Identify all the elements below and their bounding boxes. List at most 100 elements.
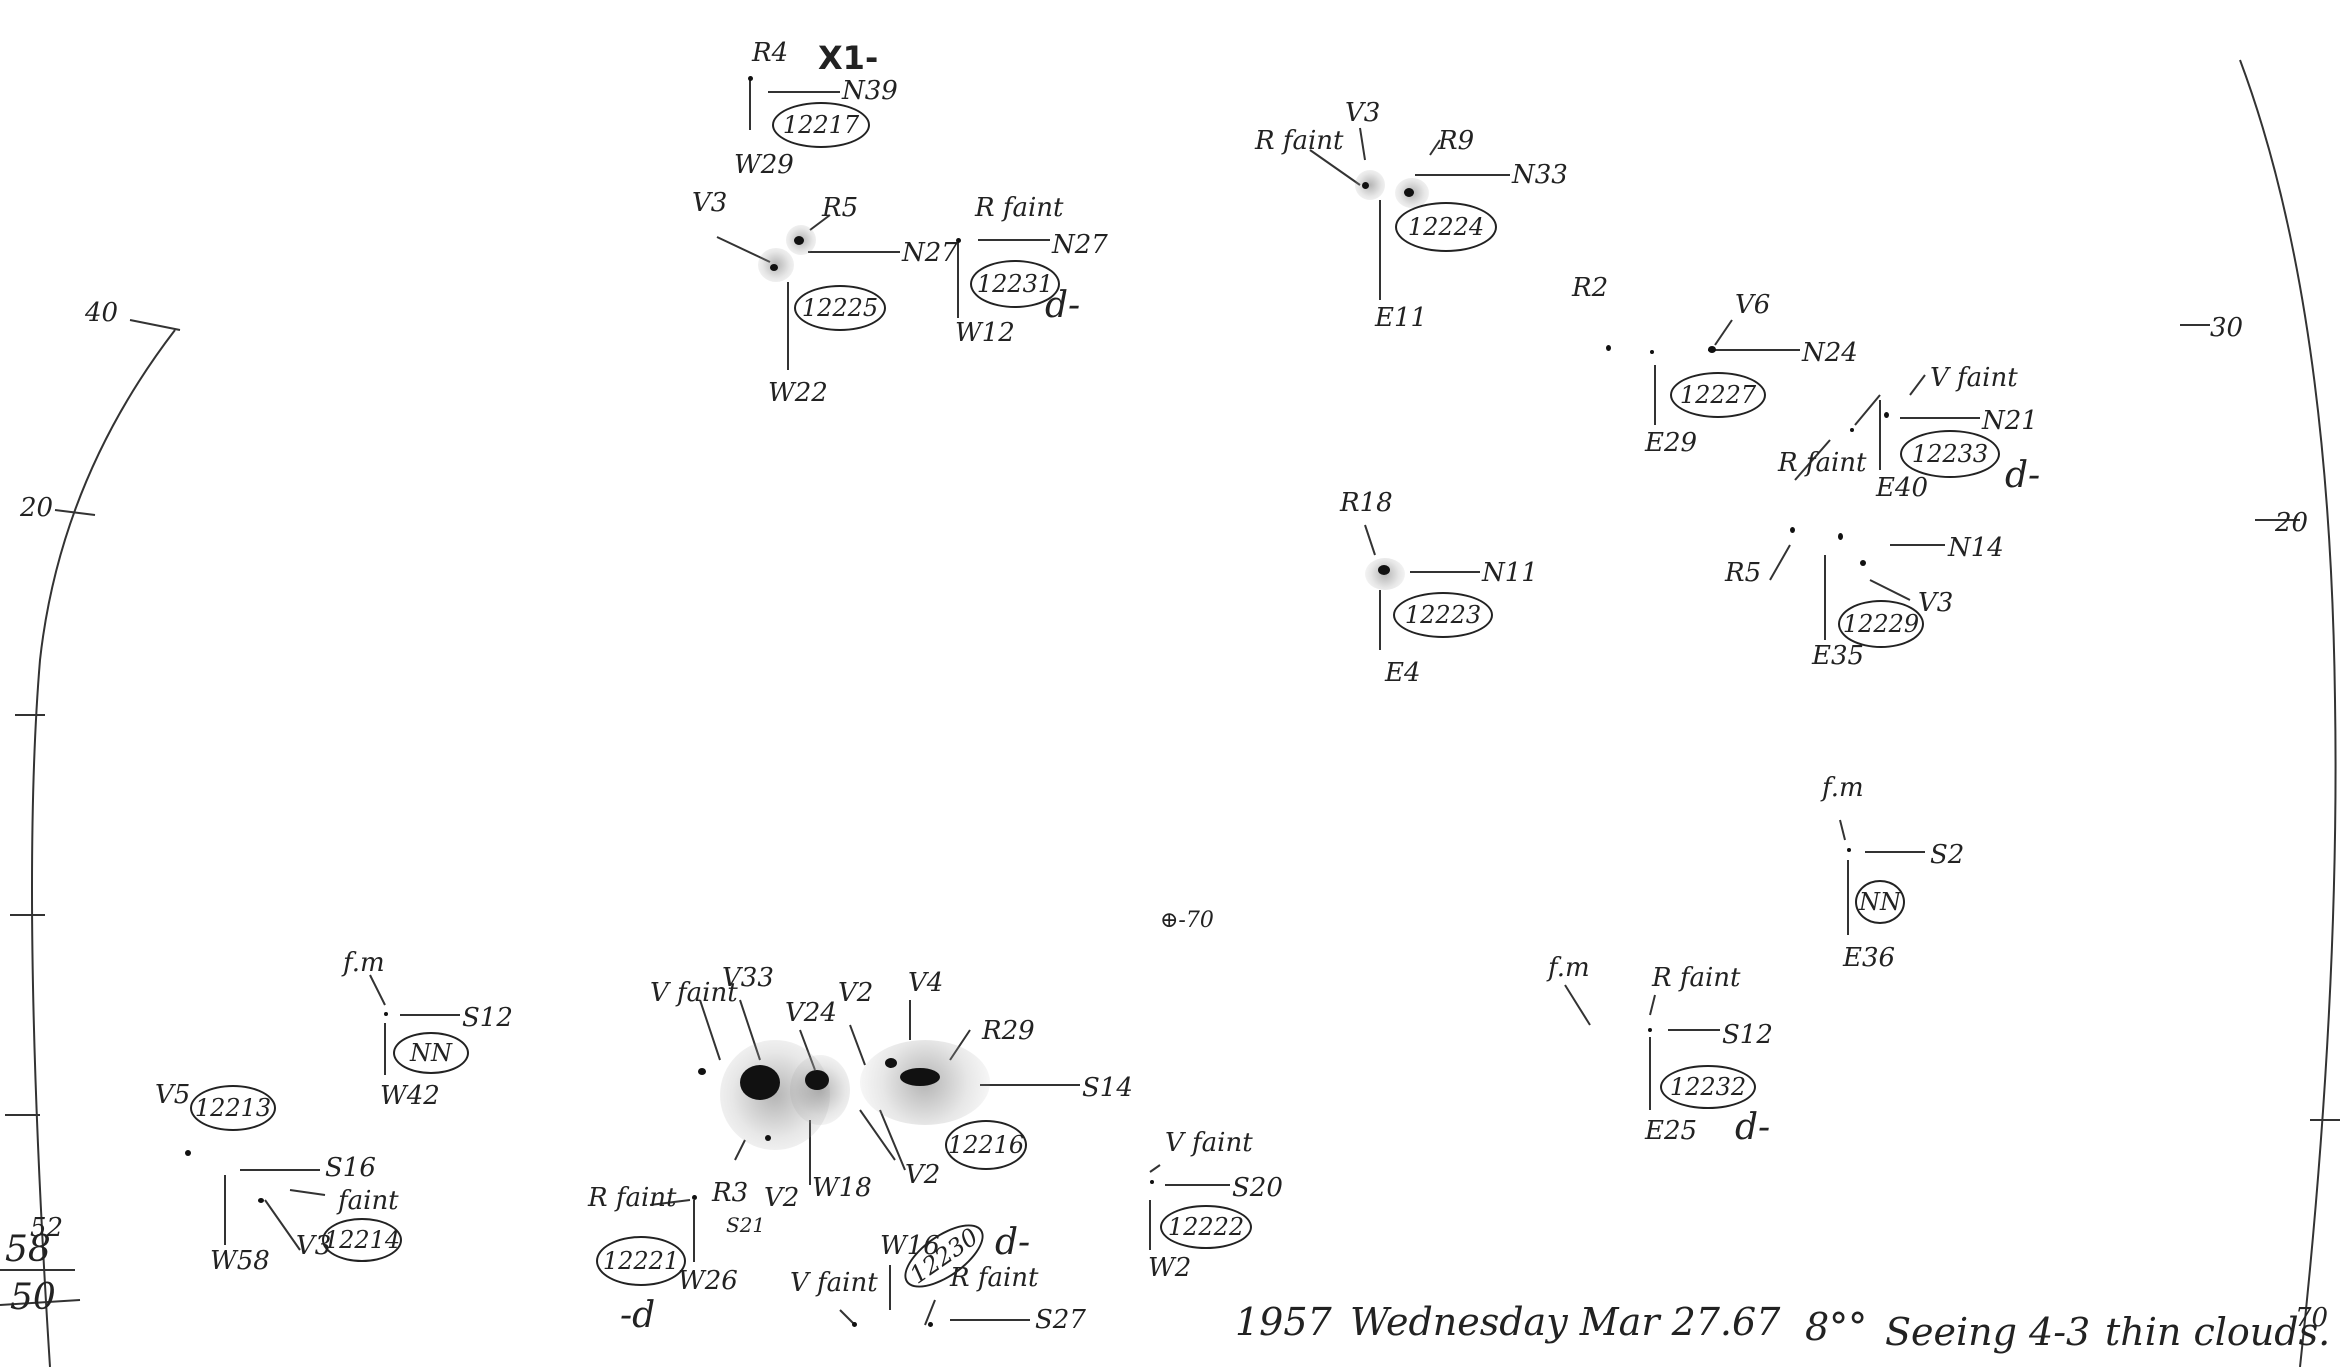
footer-seeing: Seeing 4-3	[1885, 1310, 2091, 1354]
class-label: R faint	[1255, 126, 1344, 156]
spot	[885, 1058, 897, 1068]
spot	[384, 1012, 388, 1016]
longitude-label: E40	[1876, 473, 1929, 503]
latitude-label: S12	[462, 1003, 513, 1033]
class-label: V3	[692, 188, 728, 218]
solar-limb-right	[2239, 59, 2337, 1367]
spot	[1860, 560, 1866, 566]
longitude-label: E11	[1375, 303, 1428, 333]
spot	[900, 1068, 940, 1086]
group-number-oval: 12229	[1838, 600, 1924, 648]
spot	[770, 264, 778, 271]
group-number-oval: 12214	[322, 1218, 402, 1262]
suffix-label: d-	[1045, 285, 1081, 326]
margin-note: 50	[10, 1277, 56, 1318]
footer-time: 8°°	[1805, 1305, 1868, 1349]
spot	[258, 1198, 264, 1203]
longitude-label: W22	[768, 378, 828, 408]
suffix-label: d-	[1735, 1107, 1771, 1148]
class-label: V2	[764, 1183, 800, 1213]
longitude-label: W2	[1148, 1253, 1192, 1283]
spot	[1150, 1180, 1154, 1184]
latitude-label: S21	[726, 1213, 766, 1237]
spot	[185, 1150, 191, 1156]
group-number-oval: 12223	[1393, 592, 1493, 638]
spot	[794, 236, 804, 245]
group-number-oval: 12232	[1660, 1065, 1756, 1109]
class-label: R5	[1725, 558, 1762, 588]
latitude-label: N24	[1802, 338, 1858, 368]
penumbra	[1355, 170, 1385, 200]
longitude-label: E29	[1645, 428, 1698, 458]
footer-date: Wednesday Mar 27.67	[1350, 1300, 1781, 1344]
latitude-label: S27	[1035, 1305, 1086, 1335]
class-label: R faint	[950, 1263, 1039, 1293]
spot	[1790, 527, 1795, 533]
spot	[805, 1070, 829, 1090]
group-number-oval: 12213	[190, 1085, 276, 1131]
spot	[698, 1068, 706, 1075]
latitude-label: S20	[1232, 1173, 1283, 1203]
longitude-label: W16	[880, 1231, 940, 1261]
latitude-label: N21	[1982, 406, 2038, 436]
solar-limb-left	[31, 329, 176, 1367]
spot	[956, 238, 961, 243]
group-number-oval: 12231	[970, 260, 1060, 308]
class-label: R9	[1438, 126, 1475, 156]
class-label: V faint	[1930, 363, 2018, 393]
suffix-label: d-	[995, 1222, 1031, 1263]
class-label: R2	[1572, 273, 1609, 303]
class-label: V6	[1735, 290, 1771, 320]
spot	[1850, 428, 1854, 432]
latitude-label: N39	[842, 76, 898, 106]
spot	[1884, 412, 1889, 418]
spot	[852, 1322, 857, 1327]
longitude-label: E4	[1385, 658, 1421, 688]
latitude-label: S14	[1082, 1073, 1133, 1103]
group-number-oval: NN	[393, 1032, 469, 1074]
note-label: f.m	[1822, 773, 1864, 803]
spot	[1838, 533, 1843, 540]
group-number-oval: 12222	[1160, 1205, 1252, 1249]
disk-center-mark: ⊕-70	[1160, 908, 1214, 933]
class-label: R faint	[975, 193, 1064, 223]
group-number-oval: NN	[1855, 880, 1905, 924]
note-label: f.m	[343, 948, 385, 978]
spot	[1650, 350, 1654, 354]
spot	[740, 1065, 780, 1100]
longitude-label: W29	[734, 150, 794, 180]
suffix-label: d-	[2005, 455, 2041, 496]
note-label: f.m	[1548, 953, 1590, 983]
latitude-label: N27	[1052, 230, 1108, 260]
spot	[1378, 565, 1390, 575]
spot	[748, 76, 753, 81]
spot	[1362, 182, 1369, 189]
spot	[765, 1135, 771, 1141]
longitude-label: W58	[210, 1246, 270, 1276]
class-label: V33	[722, 963, 774, 993]
longitude-label: W26	[678, 1266, 738, 1296]
margin-note: 52	[30, 1213, 64, 1243]
group-number-oval: 12225	[794, 285, 886, 331]
class-label: R faint	[588, 1183, 677, 1213]
class-label: V faint	[650, 978, 738, 1008]
margin-degree-label: 40	[85, 298, 119, 328]
group-number-oval: 12227	[1670, 372, 1766, 418]
class-label: V2	[838, 978, 874, 1008]
margin-note: 70	[2295, 1303, 2329, 1333]
class-label: V5	[155, 1080, 191, 1110]
footer-year: 1957	[1235, 1300, 1332, 1344]
class-label: V faint	[790, 1268, 878, 1298]
class-label: V2	[905, 1160, 941, 1190]
class-label: R faint	[1652, 963, 1741, 993]
latitude-label: S2	[1930, 840, 1965, 870]
group-number-oval: 12217	[772, 102, 870, 148]
margin-degree-label: 20	[20, 493, 54, 523]
spot	[1404, 188, 1414, 197]
penumbra	[790, 1055, 850, 1125]
margin-note: 58	[5, 1229, 51, 1270]
footer-conditions: thin clouds.	[2105, 1310, 2331, 1354]
flare-label: X1-	[818, 39, 879, 77]
